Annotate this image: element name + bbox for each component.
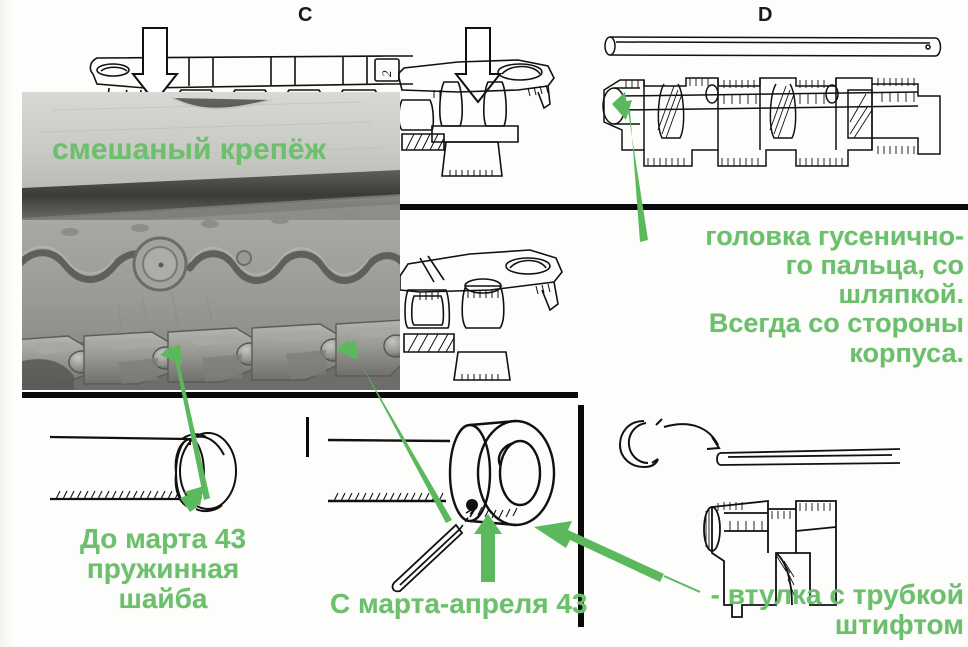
divider-vertical-bottom bbox=[578, 405, 584, 627]
figure-spring-washer bbox=[40, 415, 260, 525]
panel-label-c: C bbox=[298, 4, 313, 26]
annotation-bushing-with-tube: - втулка с трубкой штифтом bbox=[710, 579, 964, 641]
divider-horizontal-lower-left bbox=[22, 392, 578, 398]
figure-circlip-and-bracket bbox=[600, 405, 960, 645]
photo-caption-mixed-fastening: смешаный крепёж bbox=[52, 133, 326, 166]
annotation-pin-head: головка гусенично- го пальца, со шляпкой… bbox=[705, 221, 964, 368]
figure-mid-link-detail bbox=[400, 228, 590, 388]
panel-label-d: D bbox=[758, 4, 773, 26]
annotation-march-april-43: С марта-апреля 43 bbox=[330, 588, 588, 619]
divider-vertical-bottom-short bbox=[306, 417, 309, 457]
photo-mixed-fastening: смешаный крепёж bbox=[22, 92, 400, 390]
figure-top-mid-link-detail bbox=[398, 30, 578, 200]
divider-horizontal-upper-right bbox=[400, 204, 968, 210]
down-arrow-icon-right bbox=[448, 26, 508, 106]
figure-bushing-with-pin bbox=[320, 405, 580, 605]
paper-edge-texture bbox=[0, 0, 22, 647]
figure-panel-d-pin-and-links bbox=[600, 34, 956, 200]
annotation-spring-washer: До марта 43 пружинная шайба bbox=[79, 523, 247, 615]
svg-text:2: 2 bbox=[379, 70, 394, 77]
